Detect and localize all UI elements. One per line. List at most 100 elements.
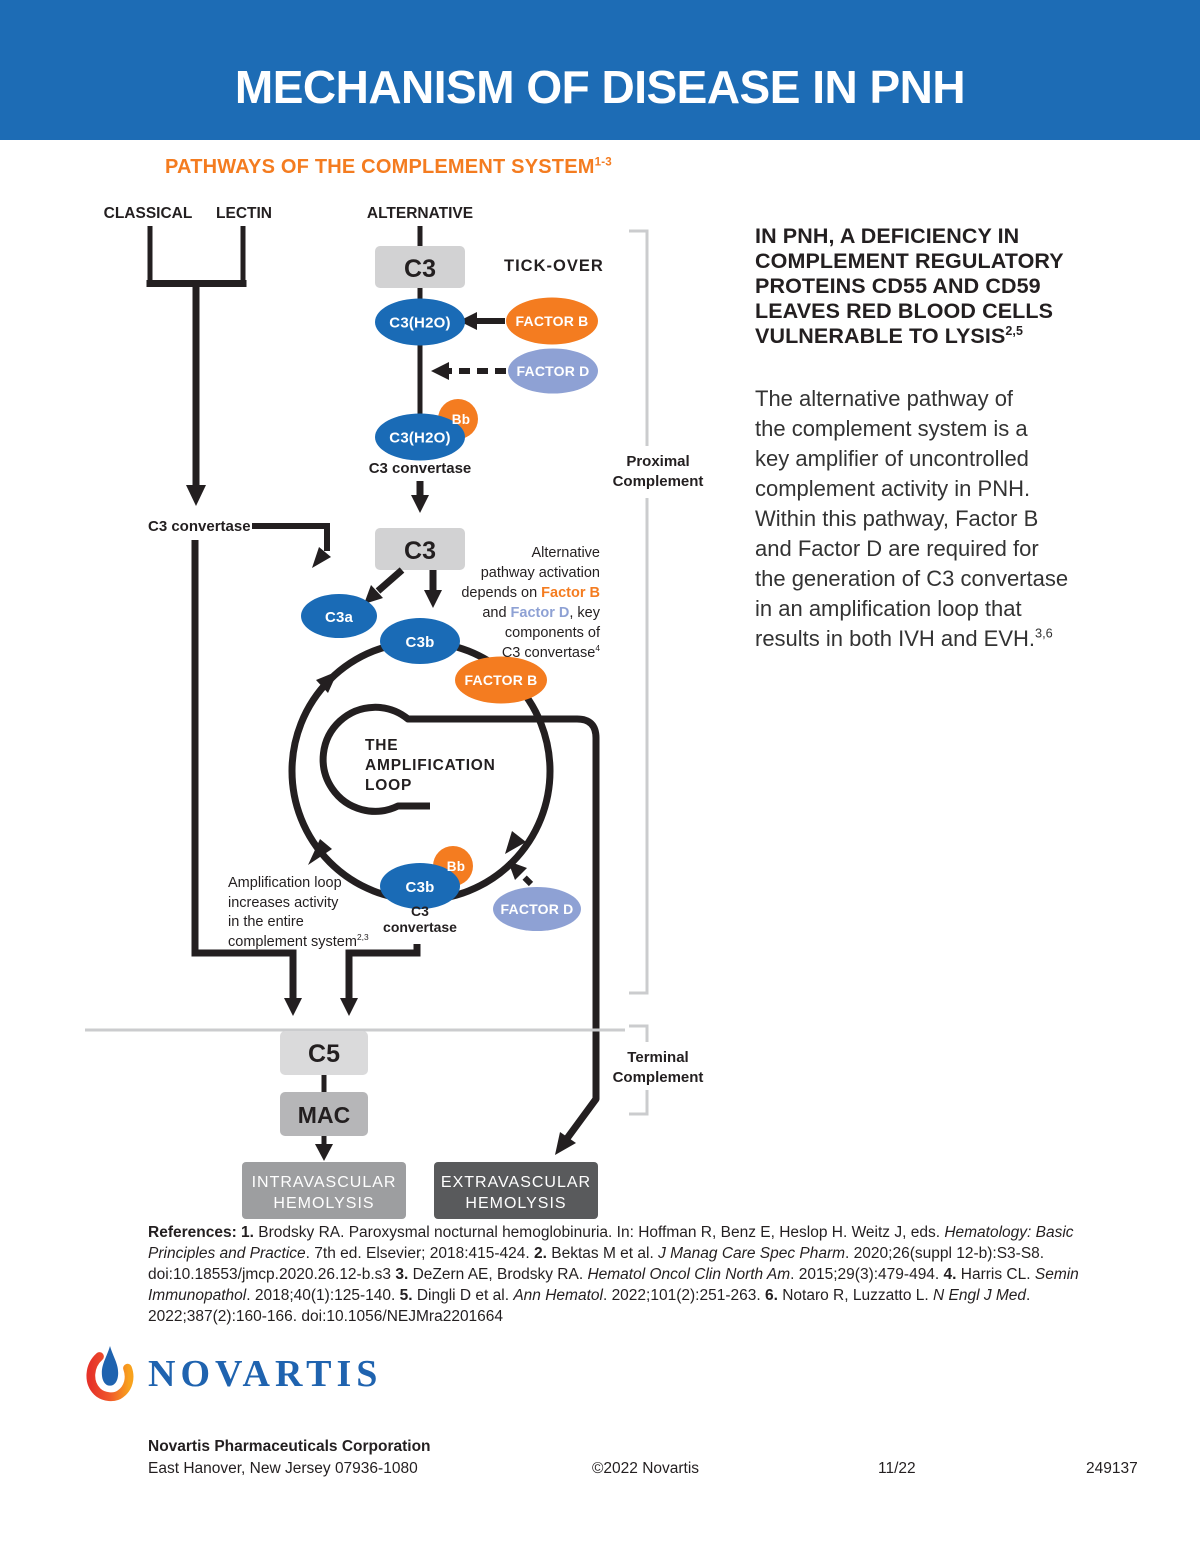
bb-fragment-label: Bb — [452, 412, 470, 427]
extravascular-hemolysis-box — [434, 1162, 598, 1219]
proximal-label-line2: Complement — [613, 473, 704, 490]
novartis-flame-icon — [86, 1346, 134, 1402]
footer-address: East Hanover, New Jersey 07936-1080 — [148, 1460, 418, 1477]
c3b-node-top — [380, 618, 460, 664]
note-alt-superscript: 4 — [595, 643, 600, 654]
c3-cleavage: C3 C3 convertase C3a — [148, 518, 465, 638]
note-alt-factor-d: Factor D — [510, 605, 570, 621]
diagram-title-superscript: 1-3 — [594, 155, 612, 169]
loop-spiral-and-evh-path — [319, 703, 600, 1155]
loop-title-line1: THE — [365, 737, 398, 754]
footer-company: Novartis Pharmaceuticals Corporation — [148, 1438, 431, 1455]
bb-fragment-loop-label: Bb — [447, 859, 465, 874]
c3a-arrow — [364, 567, 405, 604]
note-alt-text2: and — [482, 605, 507, 621]
intravascular-label-line1: INTRAVASCULAR — [252, 1174, 397, 1191]
factor-d-node — [508, 348, 598, 394]
c3-box-top — [375, 246, 465, 288]
note-amp-superscript: 2,3 — [356, 931, 369, 942]
tick-over-label: TICK-OVER — [504, 257, 604, 275]
note-alternative-pathway: Alternative pathway activation depends o… — [428, 543, 600, 663]
novartis-logo: NOVARTIS — [84, 1346, 382, 1402]
key-message-headline: IN PNH, A DEFICIENCY IN COMPLEMENT REGUL… — [755, 224, 1175, 349]
extravascular-label-line1: EXTRAVASCULAR — [441, 1174, 591, 1191]
terminal-label-line2: Complement — [613, 1069, 704, 1086]
c3-box-mid — [375, 528, 465, 570]
loop-arrowhead-upper-left — [316, 671, 338, 693]
factor-d-node-label: FACTOR D — [517, 363, 590, 379]
factor-b-loop-label: FACTOR B — [465, 672, 538, 688]
footer-copyright: ©2022 Novartis — [592, 1460, 700, 1477]
factor-b-arrow — [459, 312, 505, 330]
note-amp-text: Amplification loop increases activity in… — [228, 875, 357, 950]
c3b-node-bottom-label: C3b — [406, 879, 435, 896]
loop-convertase-line1: C3 — [411, 903, 429, 919]
diagram-title: PATHWAYS OF THE COMPLEMENT SYSTEM1-3 — [165, 156, 612, 179]
references-text: References: 1. Brodsky RA. Paroxysmal no… — [148, 1224, 1079, 1325]
loop-title-line2: AMPLIFICATION — [365, 757, 496, 774]
body-superscript: 3,6 — [1035, 625, 1053, 641]
c5-box-label: C5 — [308, 1040, 340, 1068]
terminal-label-line1: Terminal — [627, 1049, 688, 1066]
factor-d-loop-node — [493, 887, 581, 931]
key-message-body: The alternative pathway of the complemen… — [755, 384, 1175, 654]
c3-convertase-caption: C3 convertase — [369, 460, 472, 477]
loop-arrowhead-lower-left — [308, 839, 332, 865]
c3b-node-top-label: C3b — [406, 634, 435, 651]
body-text: The alternative pathway of the complemen… — [755, 386, 1069, 651]
page-title: MECHANISM OF DISEASE IN PNH — [234, 61, 966, 113]
mac-box-label: MAC — [298, 1102, 350, 1128]
c3-convertase-left-label: C3 convertase — [148, 518, 251, 535]
factor-d-loop-label: FACTOR D — [501, 901, 574, 917]
novartis-wordmark: NOVARTIS — [148, 1353, 383, 1395]
c3a-node — [301, 594, 377, 638]
alternative-pathway-tickover: ALTERNATIVE C3 TICK-OVER C3(H2O) FACTOR … — [367, 205, 604, 513]
c3a-node-label: C3a — [325, 609, 354, 626]
key-message: IN PNH, A DEFICIENCY IN COMPLEMENT REGUL… — [755, 224, 1175, 654]
factor-b-loop-node — [455, 656, 547, 704]
factor-b-node-label: FACTOR B — [516, 313, 589, 329]
footer-job-code: 249137 — [1086, 1460, 1138, 1477]
convertase-terminal-arrow — [340, 944, 421, 1016]
c3-box-top-label: C3 — [404, 255, 436, 283]
proximal-bracket — [629, 229, 649, 995]
diagram-title-text: PATHWAYS OF THE COMPLEMENT SYSTEM — [165, 156, 595, 178]
classical-terminal-arrow — [191, 540, 302, 1016]
c5-box — [280, 1031, 368, 1075]
loop-convertase-line2: convertase — [383, 919, 457, 935]
alternative-label: ALTERNATIVE — [367, 205, 473, 222]
c3h2o-convertase-node — [375, 413, 465, 461]
lectin-label: LECTIN — [216, 205, 272, 222]
c3-box-mid-label: C3 — [404, 537, 436, 565]
loop-arrowhead-lower-right — [505, 831, 526, 854]
amplification-loop: THE AMPLIFICATION LOOP C3b FACTOR B Bb C… — [288, 618, 600, 1155]
headline-superscript: 2,5 — [1005, 323, 1024, 338]
note-amplification-loop: Amplification loop increases activity in… — [228, 874, 453, 952]
c3h2o-node-label: C3(H2O) — [389, 315, 450, 332]
intravascular-hemolysis-box — [242, 1162, 406, 1219]
complement-brackets: Proximal Complement Terminal Complement — [600, 229, 712, 1116]
intravascular-label-line2: HEMOLYSIS — [273, 1195, 374, 1212]
note-alt-text3: , key components of C3 convertase — [501, 605, 600, 661]
c3h2o-node — [375, 298, 465, 346]
header-banner: MECHANISM OF DISEASE IN PNH — [0, 0, 1200, 140]
classical-lectin-pathways: CLASSICAL LECTIN — [104, 205, 272, 506]
factor-d-dashed-arrow — [431, 362, 506, 380]
classical-label: CLASSICAL — [104, 205, 193, 222]
terminal-pathway: C5 MAC INTRAVASCULAR HEMOLYSIS EXTRAVASC… — [85, 540, 625, 1219]
note-alt-text1: Alternative pathway activation depends o… — [461, 545, 600, 601]
c3-convertase-elbow-arrow — [252, 523, 331, 568]
headline-text: IN PNH, A DEFICIENCY IN COMPLEMENT REGUL… — [755, 224, 1064, 348]
proximal-label-line1: Proximal — [626, 453, 689, 470]
c3b-arrow — [424, 570, 442, 608]
extravascular-label-line2: HEMOLYSIS — [465, 1195, 566, 1212]
loop-title-line3: LOOP — [365, 777, 412, 794]
convertase-down-arrow — [411, 481, 429, 513]
footer-date-code: 11/22 — [878, 1460, 916, 1477]
classical-lectin-arrow — [186, 283, 206, 506]
mac-box — [280, 1092, 368, 1136]
note-alt-factor-b: Factor B — [541, 585, 600, 601]
c3b-node-bottom — [380, 863, 460, 909]
